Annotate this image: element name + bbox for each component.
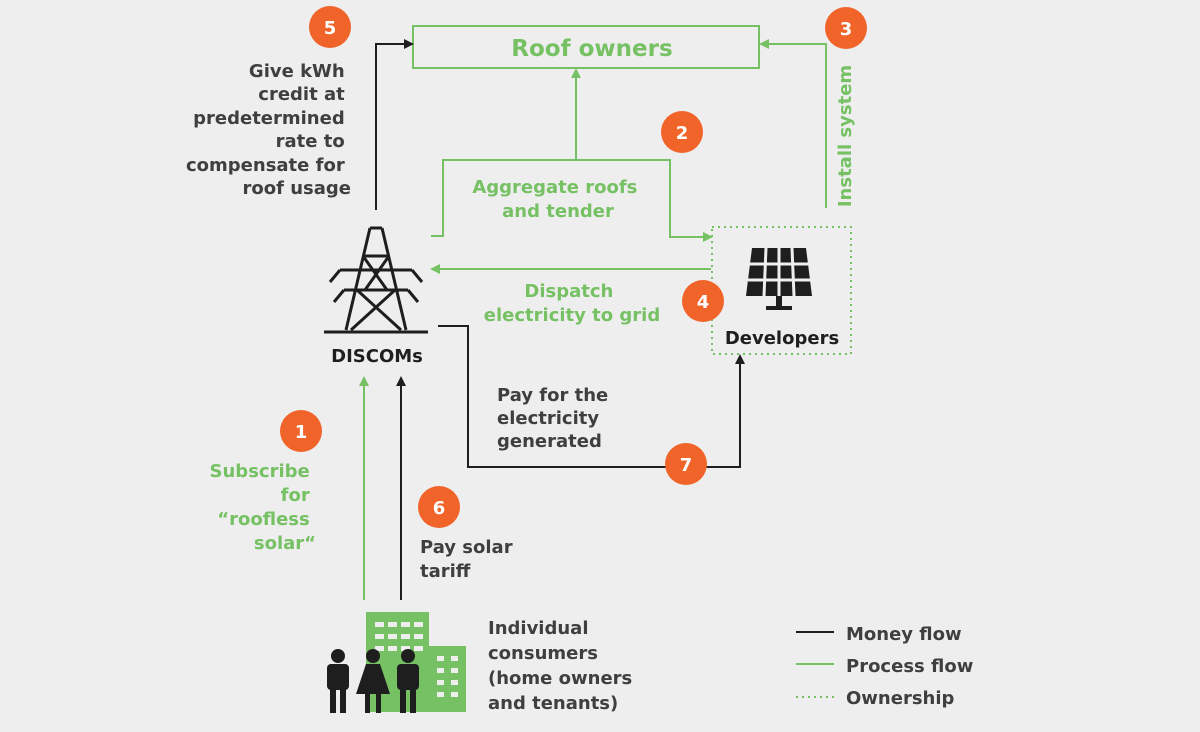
roof-owners-label: Roof owners [511,36,672,62]
developers-node: Developers [711,226,852,355]
step-7-label: Pay for the electricity generated [497,385,615,452]
discoms-node: DISCOMs [324,226,428,367]
step-badge-3: 3 [825,7,867,49]
svg-text:5: 5 [324,18,337,39]
step-2-label: Aggregate roofs and tender [472,177,643,222]
step-5-label: Give kWh credit at predetermined rate to… [186,61,351,199]
step-4-label: Dispatch electricity to grid [484,281,660,326]
step-1-label: Subscribe for “roofless solar“ [210,461,316,554]
money-flow-credit-to-roof-owners [375,39,414,210]
discoms-label: DISCOMs [331,346,423,367]
legend: Money flow Process flow Ownership [796,624,973,709]
process-flow-install-system [759,39,827,208]
step-6-label: Pay solar tariff [420,537,519,582]
svg-text:2: 2 [676,123,689,144]
consumers-label: Individual consumers (home owners and te… [488,618,639,714]
svg-text:1: 1 [295,422,308,443]
svg-text:7: 7 [680,455,693,476]
legend-item-process-flow: Process flow [796,656,973,677]
legend-item-money-flow: Money flow [796,624,962,645]
step-3-label: Install system [835,65,856,207]
svg-text:3: 3 [840,19,853,40]
step-badge-1: 1 [280,410,322,452]
process-flow-aggregate-roofs [431,159,713,242]
step-badge-5: 5 [309,6,351,48]
svg-text:4: 4 [697,292,710,313]
step-badge-6: 6 [418,486,460,528]
solar-panel-icon [746,247,812,310]
legend-item-ownership: Ownership [796,688,955,709]
transmission-tower-icon [324,226,428,334]
step-badge-2: 2 [661,111,703,153]
developers-label: Developers [725,328,839,349]
step-badge-4: 4 [682,280,724,322]
step-badge-7: 7 [665,443,707,485]
svg-text:Money flow: Money flow [846,624,962,645]
roof-owners-node: Roof owners [412,25,760,69]
svg-text:Ownership: Ownership [846,688,955,709]
svg-text:Process flow: Process flow [846,656,973,677]
people-buildings-icon [327,612,466,713]
svg-text:6: 6 [433,498,446,519]
money-flow-pay-developers [438,325,745,468]
